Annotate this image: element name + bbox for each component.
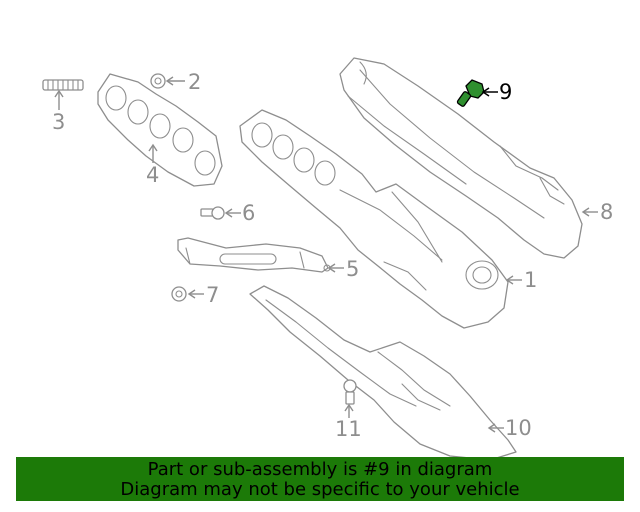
svg-text:8: 8 xyxy=(600,200,613,224)
callout-9[interactable]: 9 xyxy=(481,80,512,104)
part-8-heat-insulator xyxy=(339,57,583,259)
svg-text:9: 9 xyxy=(499,80,512,104)
callout-2[interactable]: 2 xyxy=(165,70,201,94)
svg-text:1: 1 xyxy=(524,268,537,292)
callout-10[interactable]: 10 xyxy=(487,416,532,440)
banner-line-2: Diagram may not be specific to your vehi… xyxy=(120,479,520,500)
callout-7[interactable]: 7 xyxy=(187,283,219,307)
part-7-nut xyxy=(171,286,187,302)
svg-text:4: 4 xyxy=(146,163,159,187)
callout-8[interactable]: 8 xyxy=(581,200,613,224)
svg-text:11: 11 xyxy=(335,417,362,441)
svg-text:6: 6 xyxy=(242,201,255,225)
svg-text:5: 5 xyxy=(346,257,359,281)
part-2-nut xyxy=(150,73,166,89)
callout-3[interactable]: 3 xyxy=(52,89,65,134)
callout-1[interactable]: 1 xyxy=(505,268,537,292)
callout-4[interactable]: 4 xyxy=(146,143,159,187)
part-11-bolt xyxy=(343,379,357,405)
callout-11[interactable]: 11 xyxy=(335,403,362,441)
part-3-stud xyxy=(42,79,84,91)
svg-text:2: 2 xyxy=(188,70,201,94)
svg-text:10: 10 xyxy=(505,416,532,440)
svg-text:3: 3 xyxy=(52,110,65,134)
part-10-lower-insulator xyxy=(249,285,517,461)
part-6-bolt xyxy=(200,206,225,220)
svg-text:7: 7 xyxy=(206,283,219,307)
callout-5[interactable]: 5 xyxy=(327,257,359,281)
part-1-exhaust-manifold xyxy=(239,109,509,329)
part-4-gasket xyxy=(97,73,223,187)
part-9-bolt[interactable] xyxy=(456,79,485,107)
part-5-bracket xyxy=(177,237,331,273)
callout-6[interactable]: 6 xyxy=(224,201,255,225)
banner-line-1: Part or sub-assembly is #9 in diagram xyxy=(147,459,493,480)
info-banner: Part or sub-assembly is #9 in diagram Di… xyxy=(16,457,624,501)
